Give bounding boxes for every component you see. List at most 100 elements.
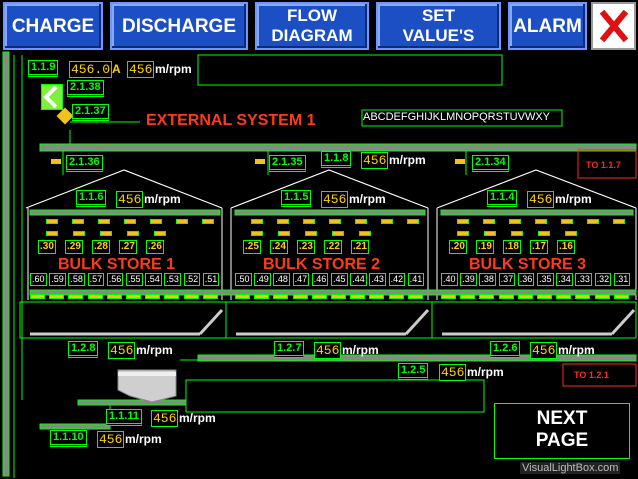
slot-tag[interactable]: .36 bbox=[517, 273, 535, 286]
slot-tag[interactable]: .58 bbox=[68, 273, 85, 286]
slot-tag[interactable]: .33 bbox=[575, 273, 592, 286]
slot-tag[interactable]: .59 bbox=[49, 273, 66, 286]
slot-tag[interactable]: .47 bbox=[292, 273, 310, 286]
discharge-rpm-value: 456 bbox=[314, 342, 342, 359]
slot-indicator bbox=[145, 294, 161, 299]
slot-tag[interactable]: .50 bbox=[235, 273, 252, 286]
bin-indicator bbox=[538, 231, 550, 236]
watermark: VisualLightBox.com bbox=[520, 462, 621, 474]
discharge-label: DISCHARGE bbox=[121, 15, 236, 37]
tag-2134[interactable]: 2.1.34 bbox=[472, 155, 509, 172]
slot-tag[interactable]: .41 bbox=[407, 273, 425, 286]
slot-tag[interactable]: .51 bbox=[202, 273, 220, 286]
rpm-unit-110: m/rpm bbox=[125, 432, 162, 446]
bin-tag[interactable]: .22 bbox=[324, 240, 342, 254]
bin-indicator bbox=[278, 231, 290, 236]
slot-tag[interactable]: .34 bbox=[556, 273, 573, 286]
slot-indicator bbox=[273, 294, 289, 299]
charge-label: CHARGE bbox=[11, 15, 95, 37]
alarm-button[interactable]: ALARM bbox=[508, 2, 587, 50]
discharge-tag[interactable]: 1.2.8 bbox=[68, 341, 99, 358]
slot-tag[interactable]: .42 bbox=[388, 273, 406, 286]
tag-2135[interactable]: 2.1.35 bbox=[269, 155, 306, 172]
bin-tag[interactable]: .20 bbox=[449, 240, 467, 254]
rpm-unit-119: m/rpm bbox=[155, 62, 192, 76]
bin-tag[interactable]: .27 bbox=[119, 240, 137, 254]
discharge-button[interactable]: DISCHARGE bbox=[110, 2, 248, 50]
discharge-tag[interactable]: 1.2.6 bbox=[490, 341, 521, 358]
feeder-tag[interactable]: 1.1.6 bbox=[76, 190, 107, 207]
bin-tag[interactable]: .29 bbox=[65, 240, 83, 254]
bin-tag[interactable]: .30 bbox=[38, 240, 56, 254]
current-value: 456.0 bbox=[69, 61, 113, 78]
slot-tag[interactable]: .46 bbox=[311, 273, 329, 286]
slot-tag[interactable]: .49 bbox=[254, 273, 271, 286]
slot-tag[interactable]: .35 bbox=[537, 273, 554, 286]
next-page-button[interactable]: NEXT PAGE bbox=[494, 403, 630, 459]
feeder-conveyor bbox=[329, 219, 341, 224]
feeder-conveyor bbox=[150, 219, 162, 224]
rpm-value-118: 456 bbox=[361, 152, 389, 169]
slot-tag[interactable]: .39 bbox=[460, 273, 477, 286]
bin-tag[interactable]: .19 bbox=[476, 240, 494, 254]
tag-125[interactable]: 1.2.5 bbox=[398, 363, 429, 380]
discharge-tag[interactable]: 1.2.7 bbox=[274, 341, 305, 358]
close-button[interactable] bbox=[591, 2, 636, 50]
slot-tag[interactable]: .40 bbox=[441, 273, 458, 286]
tag-111[interactable]: 1.1.11 bbox=[106, 409, 142, 426]
slot-tag[interactable]: .54 bbox=[145, 273, 162, 286]
feeder-conveyor bbox=[46, 219, 58, 224]
bin-tag[interactable]: .18 bbox=[503, 240, 521, 254]
feeder-conveyor bbox=[457, 219, 469, 224]
feeder-tag[interactable]: 1.1.4 bbox=[487, 190, 518, 207]
rpm-unit-125: m/rpm bbox=[467, 365, 504, 379]
tag-110[interactable]: 1.1.10 bbox=[50, 430, 87, 447]
flow-label-2: DIAGRAM bbox=[271, 26, 353, 45]
slot-tag[interactable]: .45 bbox=[331, 273, 348, 286]
feeder-tag[interactable]: 1.1.5 bbox=[281, 190, 312, 207]
slot-tag[interactable]: .48 bbox=[273, 273, 290, 286]
slot-indicator bbox=[613, 294, 629, 299]
to-121-label: TO 1.2.1 bbox=[574, 370, 609, 380]
tag-118[interactable]: 1.1.8 bbox=[321, 151, 352, 168]
slot-tag[interactable]: .44 bbox=[350, 273, 367, 286]
feeder-rpm-unit: m/rpm bbox=[144, 192, 181, 206]
slot-tag[interactable]: .57 bbox=[87, 273, 105, 286]
slot-tag[interactable]: .32 bbox=[594, 273, 612, 286]
slot-tag[interactable]: .55 bbox=[126, 273, 143, 286]
slot-tag[interactable]: .43 bbox=[369, 273, 386, 286]
feeder-conveyor bbox=[535, 219, 547, 224]
discharge-rpm-unit: m/rpm bbox=[558, 343, 595, 357]
motor-arrow-icon[interactable] bbox=[41, 84, 63, 110]
feeder-conveyor bbox=[407, 219, 419, 224]
slot-tag[interactable]: .38 bbox=[479, 273, 496, 286]
bin-tag[interactable]: .26 bbox=[146, 240, 164, 254]
slot-tag[interactable]: .56 bbox=[106, 273, 124, 286]
slot-indicator bbox=[556, 294, 572, 299]
bin-tag[interactable]: .24 bbox=[270, 240, 288, 254]
bin-tag[interactable]: .17 bbox=[530, 240, 548, 254]
flow-label-1: FLOW bbox=[286, 6, 338, 25]
tag-2138[interactable]: 2.1.38 bbox=[67, 80, 104, 97]
slot-tag[interactable]: .60 bbox=[30, 273, 47, 286]
slot-tag[interactable]: .37 bbox=[498, 273, 516, 286]
slot-tag[interactable]: .53 bbox=[164, 273, 181, 286]
tag-119[interactable]: 1.1.9 bbox=[28, 60, 59, 77]
feeder-rpm-value: 456 bbox=[527, 191, 555, 208]
tag-2137[interactable]: 2.1.37 bbox=[72, 104, 109, 121]
bin-tag[interactable]: .23 bbox=[297, 240, 315, 254]
bin-tag[interactable]: .25 bbox=[243, 240, 261, 254]
bin-tag[interactable]: .28 bbox=[92, 240, 110, 254]
charge-button[interactable]: CHARGE bbox=[3, 2, 103, 50]
indicator bbox=[455, 159, 465, 164]
tag-2136[interactable]: 2.1.36 bbox=[66, 155, 103, 172]
slot-tag[interactable]: .31 bbox=[613, 273, 631, 286]
bin-tag[interactable]: .16 bbox=[557, 240, 575, 254]
slot-indicator bbox=[594, 294, 610, 299]
bin-tag[interactable]: .21 bbox=[351, 240, 369, 254]
slot-indicator bbox=[183, 294, 199, 299]
feeder-conveyor bbox=[381, 219, 393, 224]
slot-tag[interactable]: .52 bbox=[183, 273, 201, 286]
